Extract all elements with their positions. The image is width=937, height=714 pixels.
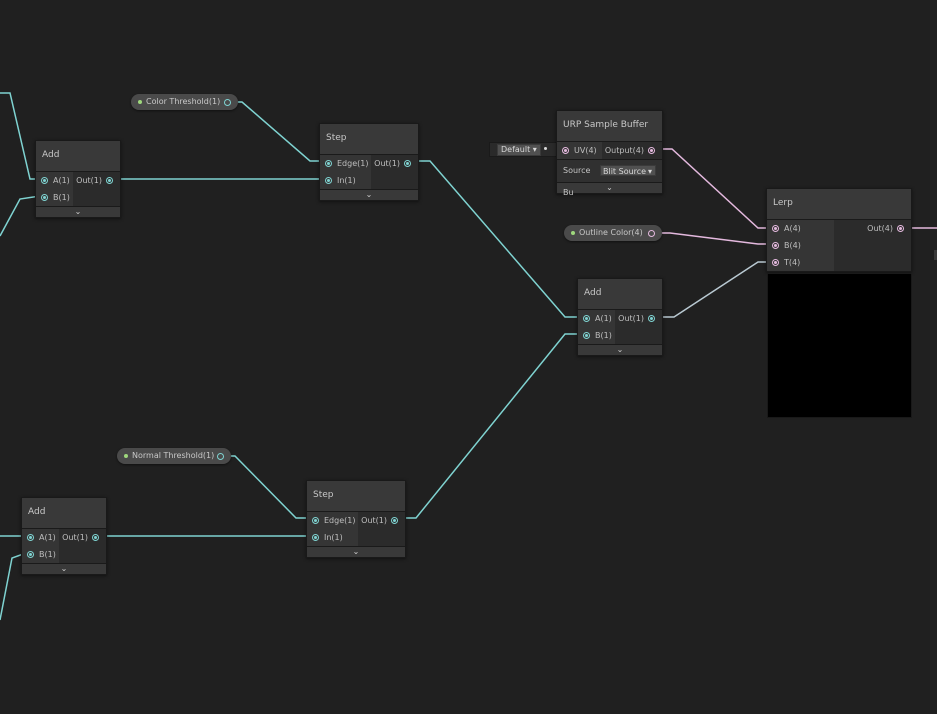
output-port[interactable]: Out(1)	[59, 529, 106, 546]
collapse-toggle[interactable]: ⌄	[22, 563, 106, 574]
output-port[interactable]: Out(1)	[615, 310, 662, 327]
output-port[interactable]: Out(1)	[371, 155, 418, 172]
color-threshold-output-port[interactable]	[224, 99, 231, 106]
add-node-top[interactable]: Add A(1) B(1) Out(1) ⌄	[35, 140, 121, 218]
output-port[interactable]: Output(4)	[602, 142, 662, 159]
output-port[interactable]: Out(1)	[73, 172, 120, 189]
input-port-edge[interactable]: Edge(1)	[320, 155, 371, 172]
input-port-b[interactable]: B(1)	[578, 327, 615, 344]
lerp-preview	[767, 274, 912, 418]
node-title: Add	[578, 279, 662, 310]
add-node-bottom[interactable]: Add A(1) B(1) Out(1) ⌄	[21, 497, 107, 575]
collapse-toggle[interactable]: ⌄	[307, 546, 405, 557]
color-threshold-label: Color Threshold(1)	[146, 97, 221, 106]
node-title: Lerp	[767, 189, 911, 220]
chevron-down-icon: ⌄	[352, 547, 360, 556]
property-indicator-icon	[571, 231, 575, 235]
wire-offscreen-to-add-top-a	[0, 92, 40, 180]
input-port-edge[interactable]: Edge(1)	[307, 512, 358, 529]
uv-default-dropdown[interactable]: Default ▾	[497, 144, 541, 156]
wire-step-bottom-to-add-mid-b	[402, 333, 580, 519]
collapse-toggle[interactable]: ⌄	[36, 206, 120, 217]
chevron-down-icon: ⌄	[365, 190, 373, 199]
node-title: Step	[307, 481, 405, 512]
wire-add-mid-to-lerp-t	[659, 261, 771, 318]
node-title: Add	[22, 498, 106, 529]
offscreen-node-edge	[934, 250, 937, 260]
input-port-a[interactable]: A(4)	[767, 220, 834, 237]
input-port-a[interactable]: A(1)	[36, 172, 73, 189]
output-port[interactable]: Out(4)	[834, 220, 911, 237]
property-indicator-icon	[138, 100, 142, 104]
color-threshold-property[interactable]: Color Threshold(1)	[131, 94, 238, 110]
property-indicator-icon	[124, 454, 128, 458]
chevron-down-icon: ⌄	[74, 207, 82, 216]
input-port-b[interactable]: B(1)	[22, 546, 59, 563]
collapse-toggle[interactable]: ⌄	[320, 189, 418, 200]
dropdown-arrow-icon: ▾	[532, 145, 537, 154]
urp-sample-buffer-node[interactable]: URP Sample Buffer UV(4) Output(4) Source…	[556, 110, 663, 197]
collapse-toggle[interactable]: ⌄	[557, 182, 662, 193]
normal-threshold-property[interactable]: Normal Threshold(1)	[117, 448, 231, 464]
add-node-mid[interactable]: Add A(1) B(1) Out(1) ⌄	[577, 278, 663, 356]
outline-color-property[interactable]: Outline Color(4)	[564, 225, 662, 241]
dropdown-arrow-icon: ▾	[647, 167, 652, 176]
collapse-toggle[interactable]: ⌄	[578, 344, 662, 355]
input-port-in[interactable]: In(1)	[307, 529, 358, 546]
source-buffer-row: Source Bu Blit Source ▾	[557, 159, 662, 197]
input-port-a[interactable]: A(1)	[578, 310, 615, 327]
wire-offscreen-to-add-top-b	[0, 195, 41, 237]
node-title: Add	[36, 141, 120, 172]
wire-color-threshold-to-step-top-edge	[228, 101, 322, 162]
chevron-down-icon: ⌄	[616, 345, 624, 354]
uv-default-connector	[544, 147, 547, 150]
input-port-in[interactable]: In(1)	[320, 172, 371, 189]
input-port-b[interactable]: B(4)	[767, 237, 834, 254]
chevron-down-icon: ⌄	[60, 564, 68, 573]
normal-threshold-output-port[interactable]	[217, 453, 224, 460]
outline-color-label: Outline Color(4)	[579, 228, 643, 237]
source-buffer-label: Source Bu	[563, 166, 591, 197]
step-node-top[interactable]: Step Edge(1) In(1) Out(1) ⌄	[319, 123, 419, 201]
wire-outline-color-to-lerp-b	[652, 232, 771, 245]
wire-normal-threshold-to-step-bottom-edge	[221, 455, 310, 519]
input-port-uv[interactable]: UV(4)	[557, 142, 602, 159]
input-port-t[interactable]: T(4)	[767, 254, 834, 271]
source-buffer-dropdown[interactable]: Blit Source ▾	[600, 165, 656, 176]
chevron-down-icon: ⌄	[606, 183, 613, 192]
output-port[interactable]: Out(1)	[358, 512, 405, 529]
wire-urp-output-to-lerp-a	[658, 148, 771, 229]
input-port-b[interactable]: B(1)	[36, 189, 73, 206]
step-node-bottom[interactable]: Step Edge(1) In(1) Out(1) ⌄	[306, 480, 406, 558]
node-title: URP Sample Buffer	[557, 111, 662, 142]
normal-threshold-label: Normal Threshold(1)	[132, 451, 215, 460]
node-title: Step	[320, 124, 418, 155]
input-port-a[interactable]: A(1)	[22, 529, 59, 546]
outline-color-output-port[interactable]	[648, 230, 655, 237]
lerp-node[interactable]: Lerp A(4) B(4) T(4) Out(4)	[766, 188, 912, 272]
